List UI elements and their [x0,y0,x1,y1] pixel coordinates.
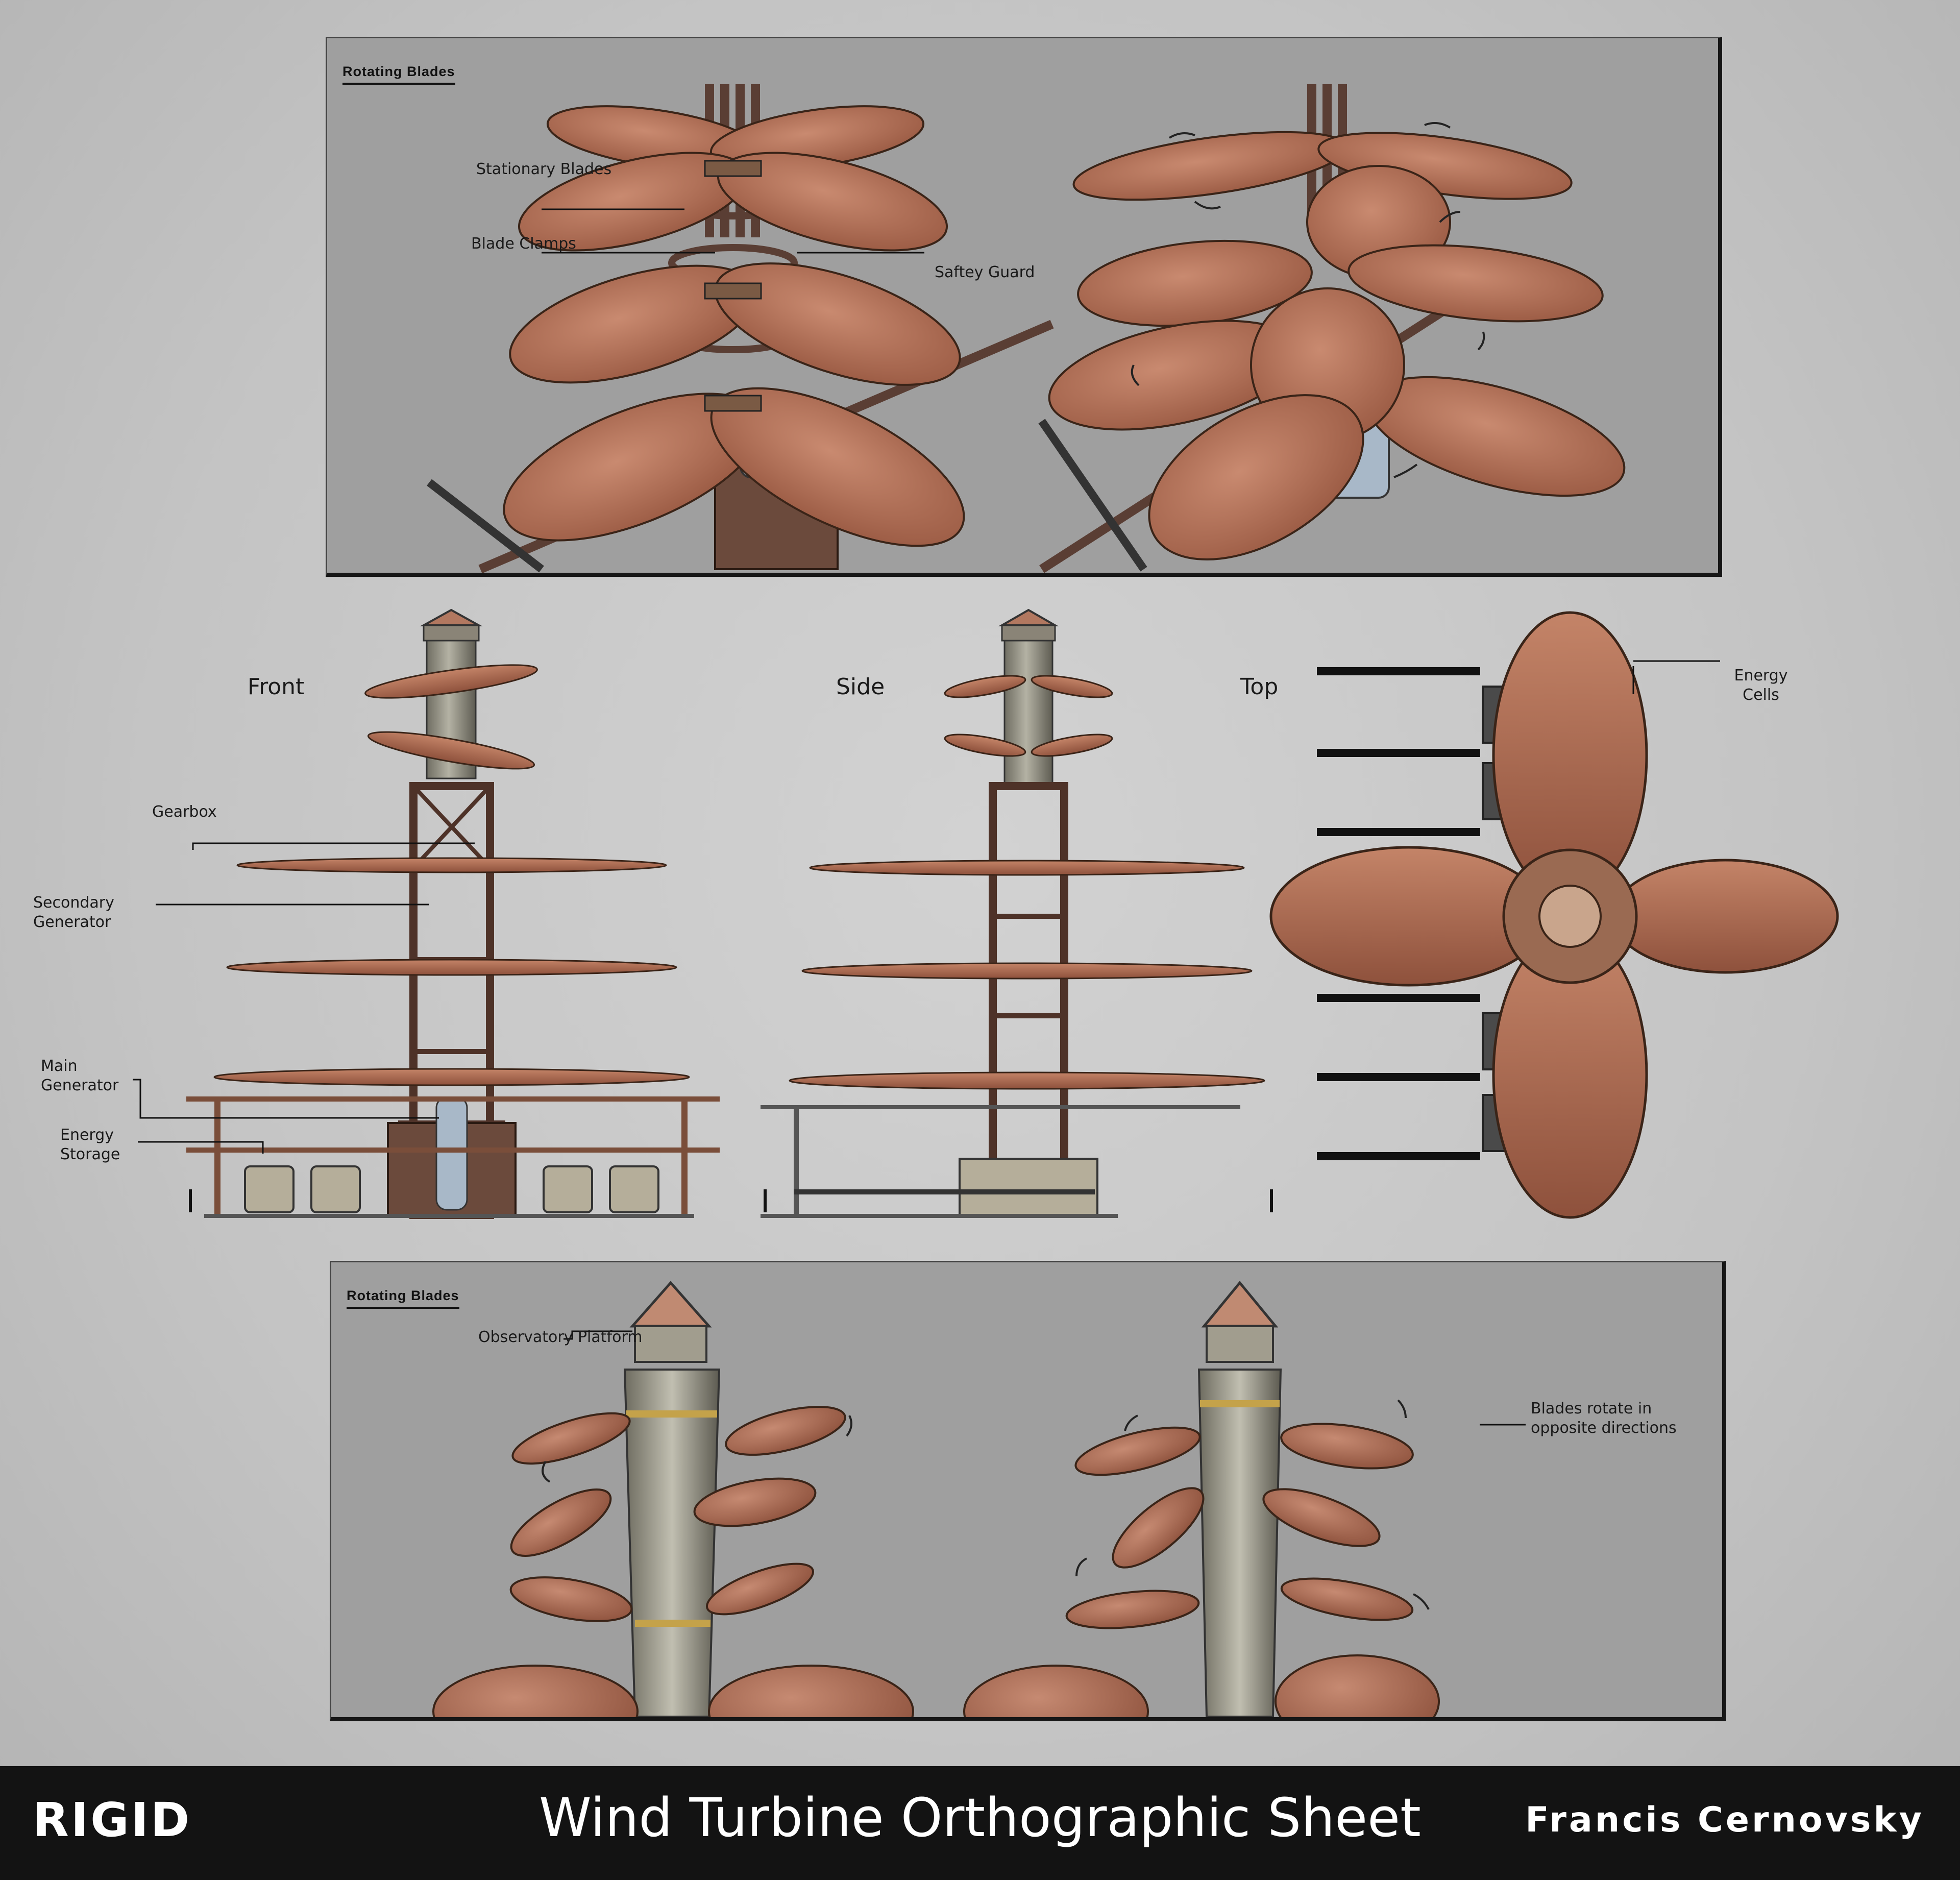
counter-rotating-render [963,1281,1526,1717]
safety-guard-label: Saftey Guard [935,263,1035,281]
top-panel-illustrations [427,84,1626,573]
observatory-render [432,1281,914,1717]
panel-title: Rotating Blades [347,1288,459,1309]
front-view-label: Front [248,674,305,700]
logo: RIGID [33,1793,192,1847]
stationary-blades-label: Stationary Blades [476,160,612,178]
panel-title: Rotating Blades [342,64,455,85]
rotating-blades-panel-bottom: Rotating Blades [330,1261,1726,1721]
top-view-label: Top [1240,674,1279,700]
sheet-title: Wind Turbine Orthographic Sheet [539,1787,1421,1849]
main-generator-label: Main Generator [41,1057,119,1094]
observatory-platform-label: Observatory Platform [478,1328,643,1346]
blade-clamps-label: Blade Clamps [471,235,576,253]
secondary-generator-label: Secondary Generator [33,894,114,931]
energy-storage-label: Energy Storage [60,1126,120,1163]
front-view [133,608,720,1219]
side-view [761,608,1265,1218]
stationary-blades-render [427,84,1054,573]
top-view [1269,611,1839,1219]
energy-cells-label: Energy Cells [1734,667,1788,704]
bottom-panel-illustrations [432,1281,1526,1717]
gearbox-label: Gearbox [152,803,217,821]
author-name: Francis Cernovsky [1525,1800,1924,1840]
rotating-blades-render [1038,84,1626,573]
footer-bar: RIGID Wind Turbine Orthographic Sheet Fr… [0,1766,1960,1880]
blades-rotate-label: Blades rotate in opposite directions [1531,1400,1677,1437]
orthographic-views [133,608,1839,1219]
rotating-blades-panel-top: Rotating Blades [326,37,1722,577]
side-view-label: Side [836,674,885,700]
